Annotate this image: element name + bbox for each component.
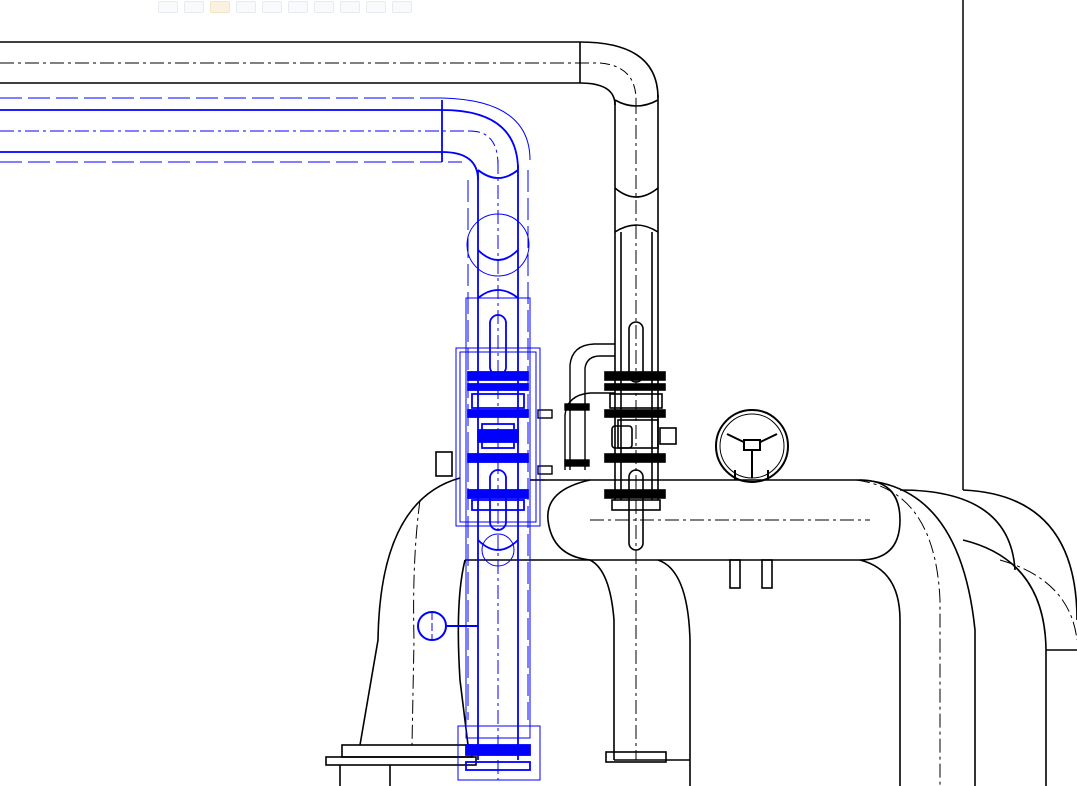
handwheel-valve[interactable] (715, 409, 789, 483)
pan-icon[interactable] (184, 1, 204, 13)
rotate-icon[interactable] (288, 1, 308, 13)
snap-icon[interactable] (366, 1, 386, 13)
select-icon[interactable] (158, 1, 178, 13)
pipe-elbows[interactable] (589, 479, 1077, 786)
section-icon[interactable] (314, 1, 334, 13)
gauge-connection[interactable] (417, 611, 478, 641)
layer-icon[interactable] (236, 1, 256, 13)
floating-toolbar (118, 0, 758, 14)
grid-icon[interactable] (392, 1, 412, 13)
measure-icon[interactable] (210, 1, 230, 13)
gate-valve[interactable] (604, 321, 677, 551)
view-icon[interactable] (340, 1, 360, 13)
horizontal-header[interactable] (545, 479, 901, 589)
selected-pipe-run[interactable] (0, 97, 541, 781)
bypass-branch[interactable] (537, 343, 615, 475)
reducer[interactable] (325, 451, 545, 786)
zoom-icon[interactable] (262, 1, 282, 13)
upper-pipe-run[interactable] (0, 41, 659, 760)
